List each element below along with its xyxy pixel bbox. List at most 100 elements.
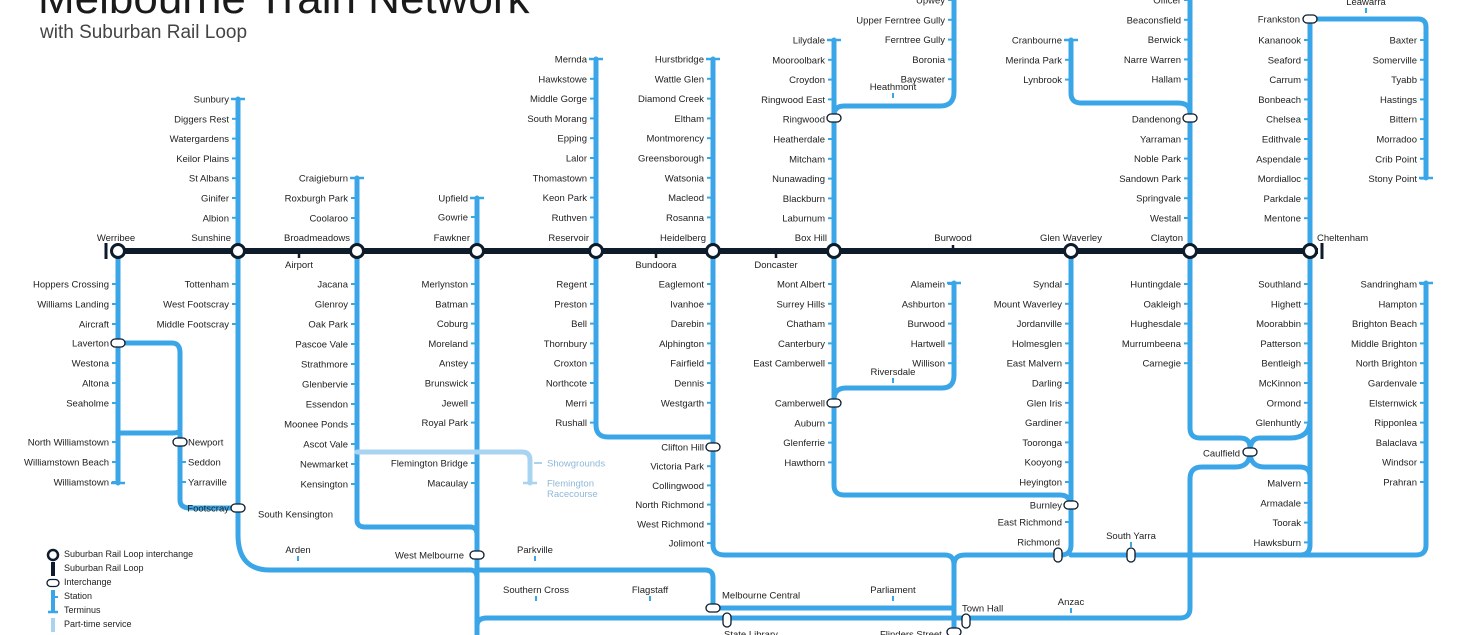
map-subtitle: with Suburban Rail Loop [40, 22, 248, 43]
station-sandringham-label: Sandringham [1360, 280, 1417, 291]
station-ticks [111, 0, 1433, 613]
interchange-marker [946, 627, 962, 635]
station-flinders-street-label: Flinders Street [880, 630, 942, 635]
station-clifton-hill-label: Clifton Hill [661, 443, 704, 454]
station-ringwood-east-label: Ringwood East [761, 95, 825, 106]
srl-interchange-box-hill-label: Box Hill [795, 233, 827, 244]
station-heathmont-label: Heathmont [870, 82, 917, 93]
station-syndal-label: Syndal [1033, 280, 1062, 291]
station-crib-point-label: Crib Point [1375, 154, 1417, 165]
station-moreland-label: Moreland [428, 339, 468, 350]
station-coburg-label: Coburg [437, 319, 468, 330]
station-croxton-label: Croxton [554, 359, 587, 370]
route-sandringham [1068, 280, 1429, 558]
srl-interchange-reservoir-label: Reservoir [548, 233, 589, 244]
station-jolimont-label: Jolimont [669, 539, 705, 550]
station-glen-iris-label: Glen Iris [1027, 398, 1063, 409]
station-glenroy-label: Glenroy [315, 300, 349, 311]
station-bonbeach-label: Bonbeach [1258, 95, 1301, 106]
srl-interchange-heidelberg-label: Heidelberg [660, 233, 706, 244]
srl-interchange-sunshine [230, 243, 246, 259]
route-frankston-caulfield [1247, 417, 1313, 455]
station-carnegie-label: Carnegie [1142, 359, 1181, 370]
station-seaholme-label: Seaholme [66, 399, 109, 410]
station-icon [51, 590, 58, 604]
station-batman-label: Batman [435, 299, 468, 310]
station-montmorency-label: Montmorency [646, 134, 704, 145]
station-footscray-label: Footscray [187, 504, 229, 515]
station-tyabb-label: Tyabb [1391, 75, 1417, 86]
srl-interchange-werribee [110, 243, 126, 259]
station-bayswater-label: Bayswater [901, 75, 945, 86]
station-north-richmond-label: North Richmond [635, 500, 704, 511]
interchange-marker [722, 612, 732, 628]
route-city-loop-lower [474, 615, 957, 635]
srl-station-burwood-label: Burwood [934, 233, 972, 244]
station-upper-ferntree-gully-label: Upper Ferntree Gully [856, 15, 945, 26]
station-tottenham-label: Tottenham [185, 280, 229, 291]
route-pakenham-city [951, 449, 1253, 621]
station-mont-albert-label: Mont Albert [777, 280, 825, 291]
station-burwood-label: Burwood [908, 319, 946, 330]
station-windsor-label: Windsor [1382, 458, 1417, 469]
station-riversdale-label: Riversdale [871, 367, 916, 378]
station-lynbrook-label: Lynbrook [1023, 75, 1062, 86]
srl-station-bundoora-label: Bundoora [635, 260, 677, 271]
station-southern-cross-label: Southern Cross [503, 585, 569, 596]
station-camberwell-label: Camberwell [775, 399, 825, 410]
station-glenhuntly-label: Glenhuntly [1256, 418, 1302, 429]
station-ormond-label: Ormond [1267, 398, 1301, 409]
station-hastings-label: Hastings [1380, 95, 1417, 106]
station-epping-label: Epping [557, 134, 587, 145]
station-ringwood-label: Ringwood [783, 115, 825, 126]
station-westall-label: Westall [1150, 214, 1181, 225]
interchange-marker [110, 338, 126, 348]
station-albion-label: Albion [203, 213, 229, 224]
station-upfield-label: Upfield [438, 194, 468, 205]
station-eltham-label: Eltham [674, 114, 704, 125]
station-armadale-label: Armadale [1260, 498, 1301, 509]
route-caulfield-city [1247, 449, 1313, 480]
station-oakleigh-label: Oakleigh [1144, 299, 1182, 310]
station-heatherdale-label: Heatherdale [773, 135, 825, 146]
station-willison-label: Willison [912, 359, 945, 370]
station-lilydale-label: Lilydale [793, 36, 825, 47]
station-edithvale-label: Edithvale [1262, 135, 1301, 146]
srl-interchange-clayton [1182, 243, 1198, 259]
station-strathmore-label: Strathmore [301, 360, 348, 371]
station-merri-label: Merri [565, 398, 587, 409]
station-glenferrie-label: Glenferrie [783, 438, 825, 449]
station-ferntree-gully-label: Ferntree Gully [885, 35, 945, 46]
station-north-brighton-label: North Brighton [1356, 359, 1417, 370]
station-ashburton-label: Ashburton [902, 299, 945, 310]
srl-interchange-broadmeadows-label: Broadmeadows [284, 233, 350, 244]
station-flemington-bridge-label: Flemington Bridge [391, 459, 468, 470]
station-toorak-label: Toorak [1272, 518, 1301, 529]
station-bentleigh-label: Bentleigh [1261, 359, 1301, 370]
station-officer-label: Officer [1153, 0, 1181, 7]
station-melbourne-central-label: Melbourne Central [722, 591, 800, 602]
station-sunbury-label: Sunbury [194, 95, 230, 106]
station-merlynston-label: Merlynston [422, 280, 468, 291]
station-blackburn-label: Blackburn [783, 194, 825, 205]
station-jewell-label: Jewell [442, 398, 468, 409]
station-rosanna-label: Rosanna [666, 213, 705, 224]
station-diggers-rest-label: Diggers Rest [174, 114, 229, 125]
station-newport-label: Newport [188, 438, 224, 449]
station-alamein-label: Alamein [911, 280, 945, 291]
station-oak-park-label: Oak Park [308, 320, 348, 331]
station-malvern-label: Malvern [1267, 479, 1301, 490]
interchange-marker [1182, 113, 1198, 123]
interchange-marker [1063, 500, 1079, 510]
station-hampton-label: Hampton [1378, 299, 1417, 310]
station-surrey-hills-label: Surrey Hills [776, 299, 825, 310]
station-upwey-label: Upwey [916, 0, 945, 7]
srl-interchange-clayton-label: Clayton [1151, 233, 1183, 244]
route-lilydale [831, 37, 1073, 508]
station-cranbourne-label: Cranbourne [1012, 36, 1062, 47]
station-richmond-label: Richmond [1017, 538, 1060, 549]
station-victoria-park-label: Victoria Park [650, 462, 704, 473]
station-parkdale-label: Parkdale [1264, 194, 1302, 205]
station-sandown-park-label: Sandown Park [1119, 174, 1181, 185]
station-west-footscray-label: West Footscray [163, 300, 229, 311]
